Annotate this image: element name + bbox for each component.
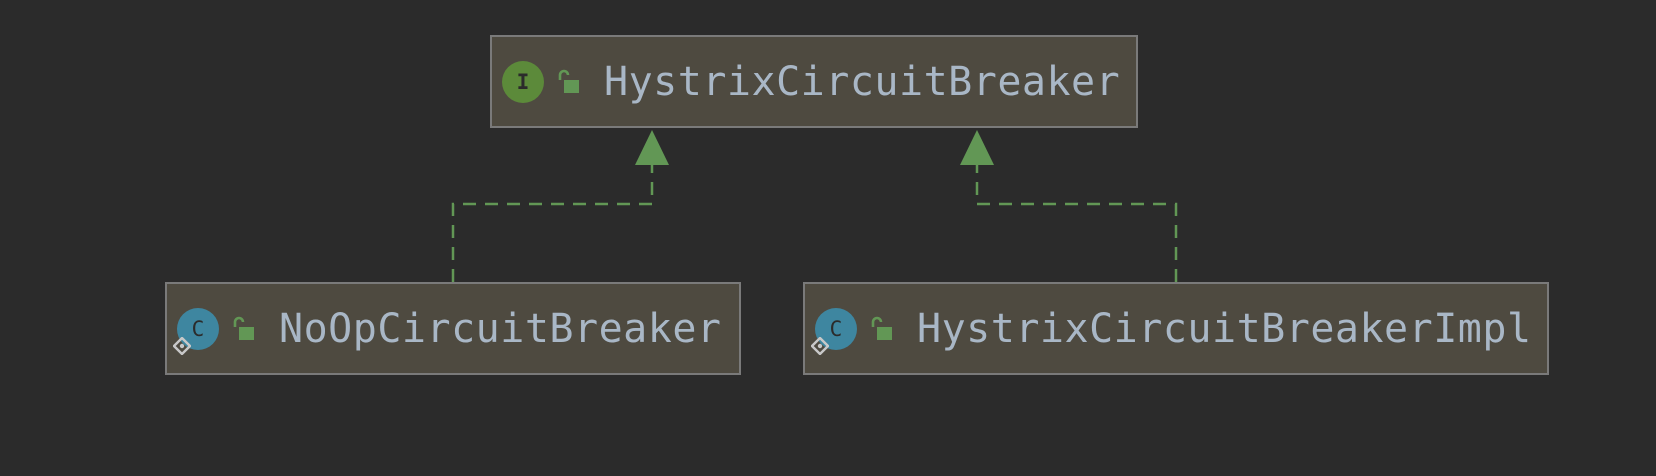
- edge-noop-implements-interface: [451, 130, 669, 282]
- node-hystrix-circuit-breaker[interactable]: I HystrixCircuitBreaker: [490, 35, 1138, 128]
- node-noop-circuit-breaker[interactable]: C NoOpCircuitBreaker: [165, 282, 741, 375]
- node-label: NoOpCircuitBreaker: [279, 305, 722, 352]
- class-badge-icon: C: [173, 307, 219, 355]
- edge-line: [975, 165, 1178, 282]
- static-marker-icon: [811, 336, 829, 355]
- badge-letter: C: [829, 316, 843, 341]
- arrowhead-icon: [960, 130, 994, 165]
- class-badge-icon: C: [811, 307, 857, 355]
- unlocked-public-icon: [871, 316, 892, 340]
- node-label: HystrixCircuitBreakerImpl: [917, 305, 1532, 352]
- arrowhead-icon: [635, 130, 669, 165]
- badge-letter: I: [516, 69, 530, 94]
- unlocked-public-icon: [233, 316, 254, 340]
- static-marker-icon: [173, 336, 191, 355]
- badge-letter: C: [191, 316, 205, 341]
- interface-badge-icon: I: [502, 60, 544, 103]
- edge-impl-implements-interface: [960, 130, 1178, 282]
- node-label: HystrixCircuitBreaker: [604, 58, 1121, 105]
- unlocked-public-icon: [558, 69, 579, 93]
- node-hystrix-circuit-breaker-impl[interactable]: C HystrixCircuitBreakerImpl: [803, 282, 1549, 375]
- edge-line: [451, 165, 654, 282]
